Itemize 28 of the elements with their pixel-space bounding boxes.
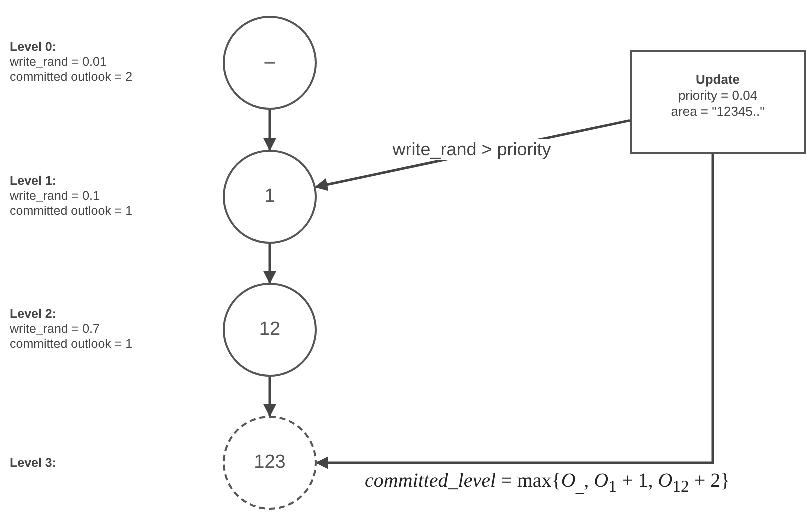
formula: committed_level = max{O$_{_}$, O$_{1}$ + 1, O$_{12}$ + 2}: [365, 470, 730, 497]
level-heading: Level 0:: [10, 40, 58, 55]
level-heading: Level 1:: [10, 174, 58, 189]
arrow: [264, 244, 276, 284]
level-circle: [223, 16, 317, 110]
update-box: [630, 50, 806, 154]
arrow: [264, 110, 276, 152]
level-circle: [223, 283, 317, 377]
level-heading: Level 2:: [10, 307, 58, 322]
arrow: [264, 377, 276, 418]
box-title: Update: [696, 72, 740, 88]
edge-label: write_rand > priority: [390, 140, 554, 160]
node-label: 1: [264, 186, 276, 208]
level-value: write_rand = 0.01: [10, 55, 108, 70]
box-text: priority = 0.04: [678, 88, 758, 104]
node-label: 12: [259, 319, 281, 341]
arrow: [316, 154, 714, 470]
level-value: write_rand = 0.1: [10, 189, 101, 204]
level-circle: [223, 150, 317, 244]
level-value: committed outlook = 1: [10, 337, 133, 352]
level-value: committed outlook = 1: [10, 204, 133, 219]
level-circle: [223, 416, 317, 510]
level-heading: Level 3:: [10, 456, 57, 471]
level-value: write_rand = 0.7: [10, 322, 101, 337]
box-text: area = "12345..": [671, 104, 765, 120]
level-value: committed outlook = 2: [10, 70, 133, 85]
node-label: –: [264, 52, 276, 74]
node-label: 123: [254, 452, 286, 474]
